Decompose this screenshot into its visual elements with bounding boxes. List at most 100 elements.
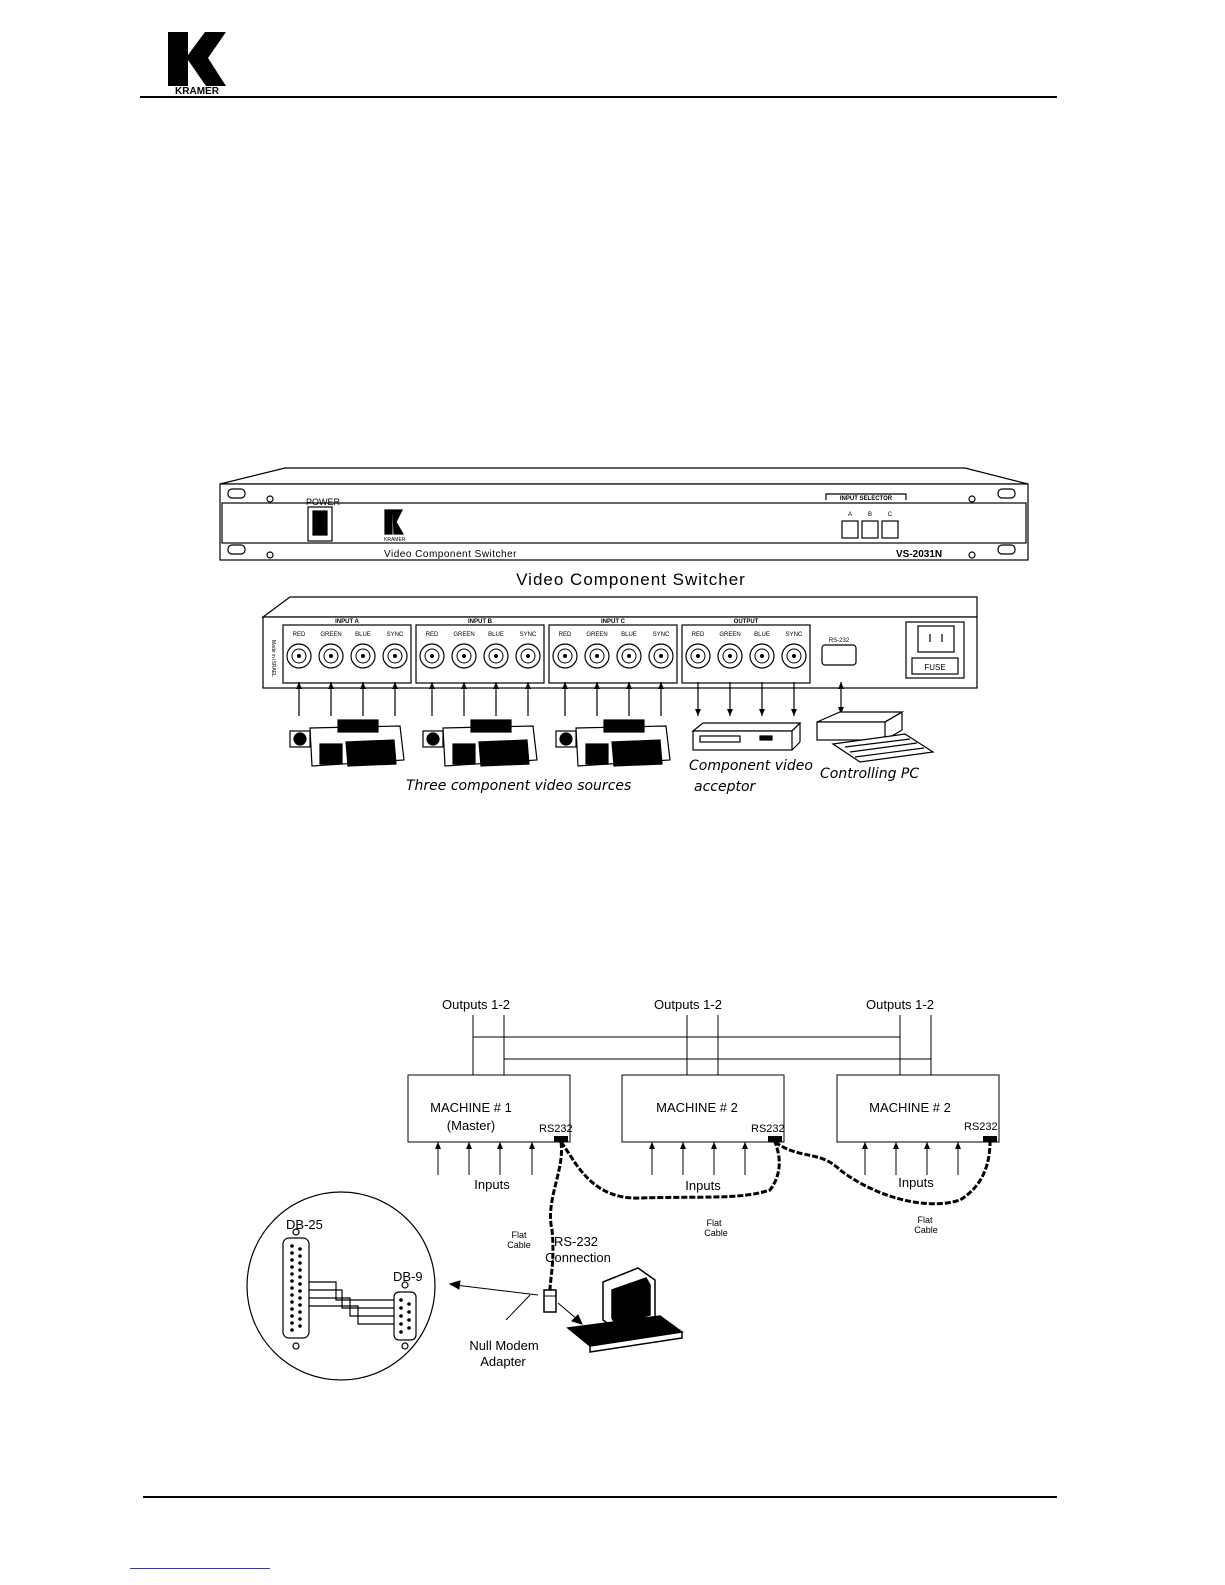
selector-button-a[interactable] — [841, 520, 859, 539]
bnc-pin — [659, 654, 663, 658]
machine-1-port-label: RS232 — [539, 1123, 573, 1135]
machine-input-arrow-head — [529, 1142, 535, 1149]
bnc-connector-inner — [722, 648, 738, 664]
footer-rule — [143, 1496, 1057, 1498]
db9-pin — [407, 1318, 411, 1322]
bnc-connector-inner — [323, 648, 339, 664]
input-arrow-head — [562, 682, 568, 689]
rear-rs232-label: RS-232 — [829, 638, 850, 644]
rear-group-label: INPUT C — [601, 619, 626, 625]
machine-input-arrow-head — [711, 1142, 717, 1149]
db25-pin — [298, 1317, 302, 1321]
db9-label: DB-9 — [393, 1269, 423, 1284]
input-arrow-head — [360, 682, 366, 689]
rear-channel-label: GREEN — [453, 632, 474, 638]
bnc-connector-inner — [520, 648, 536, 664]
acceptor-caption-line1: Component video — [689, 758, 813, 774]
machine-1-subtitle: (Master) — [447, 1118, 495, 1133]
db25-pin — [290, 1244, 294, 1248]
bnc-connector-inner — [589, 648, 605, 664]
rear-channel-label: RED — [559, 632, 572, 638]
db25-pin — [298, 1324, 302, 1328]
machine-3-port-label: RS232 — [964, 1121, 998, 1133]
machine-3-outputs-label: Outputs 1-2 — [866, 997, 934, 1012]
rear-channel-label: SYNC — [653, 632, 670, 638]
machine-input-arrow-head — [649, 1142, 655, 1149]
input-arrow-head — [658, 682, 664, 689]
machine-1-outputs-label: Outputs 1-2 — [442, 997, 510, 1012]
db-connector-detail — [246, 1191, 436, 1381]
db25-pin — [298, 1275, 302, 1279]
bnc-pin — [792, 654, 796, 658]
front-bottom-label: Video Component Switcher — [384, 549, 517, 560]
bnc-pin — [627, 654, 631, 658]
db25-pin — [290, 1265, 294, 1269]
db9-pin — [407, 1302, 411, 1306]
rs232-port[interactable] — [821, 644, 857, 666]
input-arrow-head — [493, 682, 499, 689]
cable-label-2: Cable — [914, 1225, 938, 1235]
null-modem-adapter — [543, 1289, 557, 1313]
selector-button-b[interactable] — [861, 520, 879, 539]
db25-pin — [298, 1303, 302, 1307]
selector-c-label: C — [888, 512, 893, 518]
flat-cable-1-2 — [559, 1141, 781, 1200]
db25-pin — [298, 1282, 302, 1286]
db25-pin — [290, 1251, 294, 1255]
cable-label-1: Cable — [704, 1228, 728, 1238]
pc-arrow-up — [838, 682, 844, 689]
kramer-logo: KRAMER — [140, 32, 1057, 98]
rear-channel-label: RED — [692, 632, 705, 638]
input-arrow-head — [461, 682, 467, 689]
rear-group-label: OUTPUT — [734, 619, 759, 625]
rear-channel-label: RED — [293, 632, 306, 638]
flat-cable-to-pc — [548, 1141, 564, 1291]
footer-link-underline[interactable] — [130, 1568, 270, 1569]
front-model-label: VS-2031N — [896, 549, 942, 560]
machine-1-rs232-port[interactable] — [554, 1136, 568, 1142]
fuse-label: FUSE — [924, 663, 945, 672]
machine-2-outputs-label: Outputs 1-2 — [654, 997, 722, 1012]
selector-button-c[interactable] — [881, 520, 899, 539]
bnc-connector-inner — [690, 648, 706, 664]
rear-channel-label: GREEN — [586, 632, 607, 638]
bnc-pin — [696, 654, 700, 658]
input-arrow-head — [392, 682, 398, 689]
bnc-connector-inner — [424, 648, 440, 664]
cable-label-pc: Cable — [507, 1240, 531, 1250]
rear-group-label: INPUT B — [468, 619, 493, 625]
input-arrow-head — [594, 682, 600, 689]
bnc-connector-inner — [786, 648, 802, 664]
machine-input-arrow-head — [862, 1142, 868, 1149]
input-arrow-head — [525, 682, 531, 689]
bnc-connector-inner — [653, 648, 669, 664]
machine-input-arrow-head — [955, 1142, 961, 1149]
rear-channel-label: SYNC — [387, 632, 404, 638]
signal-arrows — [296, 682, 844, 716]
rear-channel-label: GREEN — [320, 632, 341, 638]
output-arrow-head — [695, 709, 701, 716]
db25-pin — [290, 1286, 294, 1290]
machine-1-title: MACHINE # 1 — [430, 1100, 512, 1115]
machine-3-title: MACHINE # 2 — [869, 1100, 951, 1115]
rear-group-label: INPUT A — [335, 619, 359, 625]
machine-1-inputs-label: Inputs — [474, 1177, 510, 1192]
null-modem-line2: Adapter — [480, 1354, 526, 1369]
bnc-pin — [430, 654, 434, 658]
rear-channel-label: BLUE — [488, 632, 504, 638]
front-panel — [219, 467, 1029, 561]
db25-pin — [290, 1272, 294, 1276]
bnc-pin — [595, 654, 599, 658]
flat-cable-2-3 — [774, 1140, 992, 1206]
made-in-label: Made in ISRAEL — [270, 640, 276, 677]
bnc-pin — [760, 654, 764, 658]
controlling-pc-icon — [816, 711, 935, 763]
acceptor-caption-line2: acceptor — [694, 779, 757, 795]
bnc-connector-inner — [754, 648, 770, 664]
machine-3-rs232-port[interactable] — [983, 1136, 997, 1142]
machine-input-arrow-head — [742, 1142, 748, 1149]
power-switch[interactable] — [307, 506, 333, 542]
machine-2-rs232-port[interactable] — [768, 1136, 782, 1142]
